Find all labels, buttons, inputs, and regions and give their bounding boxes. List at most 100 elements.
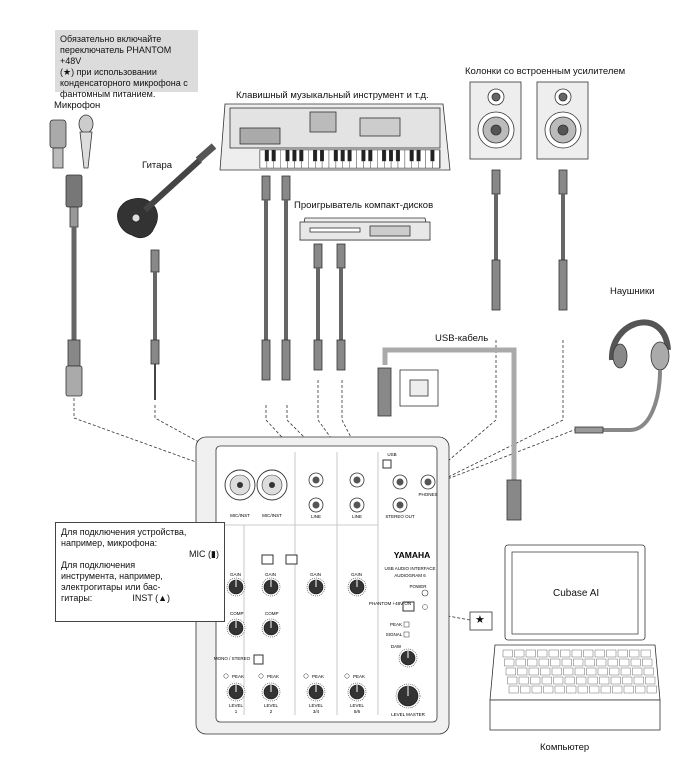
laptop-key: [566, 685, 577, 694]
stereo-out-label: STEREO OUT: [385, 514, 415, 519]
laptop-key: [622, 676, 633, 685]
laptop-key: [589, 685, 600, 694]
laptop-key: [594, 649, 605, 658]
comp-label: COMP: [265, 611, 279, 616]
black-key: [361, 149, 366, 162]
level-label: LEVEL: [264, 703, 279, 708]
laptop-key: [642, 658, 653, 667]
phantom-switch[interactable]: [402, 601, 415, 612]
laptop-key: [617, 649, 628, 658]
peak-led: [303, 673, 309, 679]
microphone-icon: [49, 114, 94, 169]
xlr-cable-icon: [65, 174, 83, 397]
laptop-key: [600, 685, 611, 694]
laptop-key: [609, 667, 620, 676]
laptop-key: [571, 649, 582, 658]
laptop-key: [531, 685, 542, 694]
speaker-cables-icon: [491, 169, 568, 311]
mic-inst-switch-1[interactable]: [261, 554, 274, 565]
laptop-key: [525, 649, 536, 658]
peak-ind-label: PEAK: [390, 622, 402, 627]
usb-cable-icon: [377, 347, 522, 521]
black-key: [264, 149, 269, 162]
laptop-key: [504, 658, 515, 667]
laptop-key: [610, 676, 621, 685]
laptop-key: [574, 667, 585, 676]
line-jack-3-hole: [312, 476, 320, 484]
laptop-key: [563, 667, 574, 676]
model-line2: AUDIOGRAM 6: [394, 573, 426, 578]
yamaha-brand: YAMAHA: [394, 550, 431, 560]
peak-led: [223, 673, 229, 679]
mic-inst-label: MIC/INST: [262, 513, 282, 518]
stereo-out-l-hole: [396, 478, 404, 486]
microphone-label: Микрофон: [54, 100, 101, 111]
peak-indicator: [403, 621, 410, 628]
stereo-out-r-hole: [396, 501, 404, 509]
peak-led: [344, 673, 350, 679]
mic-inst-label: MIC/INST: [230, 513, 250, 518]
black-key: [271, 149, 276, 162]
laptop-key: [538, 658, 549, 667]
black-key: [395, 149, 400, 162]
black-key: [382, 149, 387, 162]
laptop-key: [646, 685, 657, 694]
comp-label: COMP: [230, 611, 244, 616]
black-key: [320, 149, 325, 162]
black-key: [416, 149, 421, 162]
gain-label: GAIN: [351, 572, 362, 577]
keyboard-label: Клавишный музыкальный инструмент и т.д.: [236, 90, 429, 101]
master-label: LEVEL MASTER: [391, 712, 426, 717]
level-label: LEVEL: [350, 703, 365, 708]
phones-label: PHONES: [418, 492, 437, 497]
laptop-key: [645, 676, 656, 685]
line-label-34: LINE: [311, 514, 321, 519]
laptop-key: [548, 649, 559, 658]
laptop-key: [564, 676, 575, 685]
laptop-key: [643, 667, 654, 676]
laptop-key: [517, 667, 528, 676]
channel-number: 5/6: [354, 709, 361, 714]
guitar-cable-icon: [150, 249, 160, 400]
laptop-key: [561, 658, 572, 667]
laptop-key: [554, 685, 565, 694]
line-jack-4-hole: [312, 501, 320, 509]
phantom-label: PHANTOM +48V ON: [369, 601, 411, 606]
laptop-key: [599, 676, 610, 685]
power-led: [421, 589, 429, 597]
laptop-key: [520, 685, 531, 694]
laptop-key: [583, 649, 594, 658]
laptop-key: [551, 667, 562, 676]
usb-port[interactable]: [382, 459, 392, 469]
speaker-right-icon: [536, 81, 589, 160]
laptop-key: [518, 676, 529, 685]
peak-label: PEAK: [267, 674, 279, 679]
laptop-key: [515, 658, 526, 667]
guitar-label: Гитара: [142, 160, 173, 171]
power-label: POWER: [409, 584, 427, 589]
laptop-key: [630, 658, 641, 667]
black-key: [368, 149, 373, 162]
laptop-key: [508, 685, 519, 694]
black-key: [299, 149, 304, 162]
laptop-key: [640, 649, 651, 658]
laptop-key: [540, 667, 551, 676]
model-line1: USB AUDIO INTERFACE: [384, 566, 435, 571]
mic-inst-switch-2[interactable]: [285, 554, 298, 565]
laptop-key: [597, 667, 608, 676]
line-jack-5-hole: [353, 476, 361, 484]
laptop-key: [607, 658, 618, 667]
laptop-keys: [502, 649, 657, 694]
mono-stereo-switch[interactable]: [253, 654, 264, 665]
cd-player-icon: [299, 217, 431, 241]
laptop-key: [507, 676, 518, 685]
laptop-key: [619, 658, 630, 667]
laptop-key: [528, 667, 539, 676]
peak-led: [258, 673, 264, 679]
laptop-key: [560, 649, 571, 658]
laptop-key: [527, 658, 538, 667]
speakers-label: Колонки со встроенным усилителем: [465, 66, 626, 77]
peak-label: PEAK: [353, 674, 365, 679]
guitar-icon: [117, 143, 217, 239]
level-label: LEVEL: [309, 703, 324, 708]
